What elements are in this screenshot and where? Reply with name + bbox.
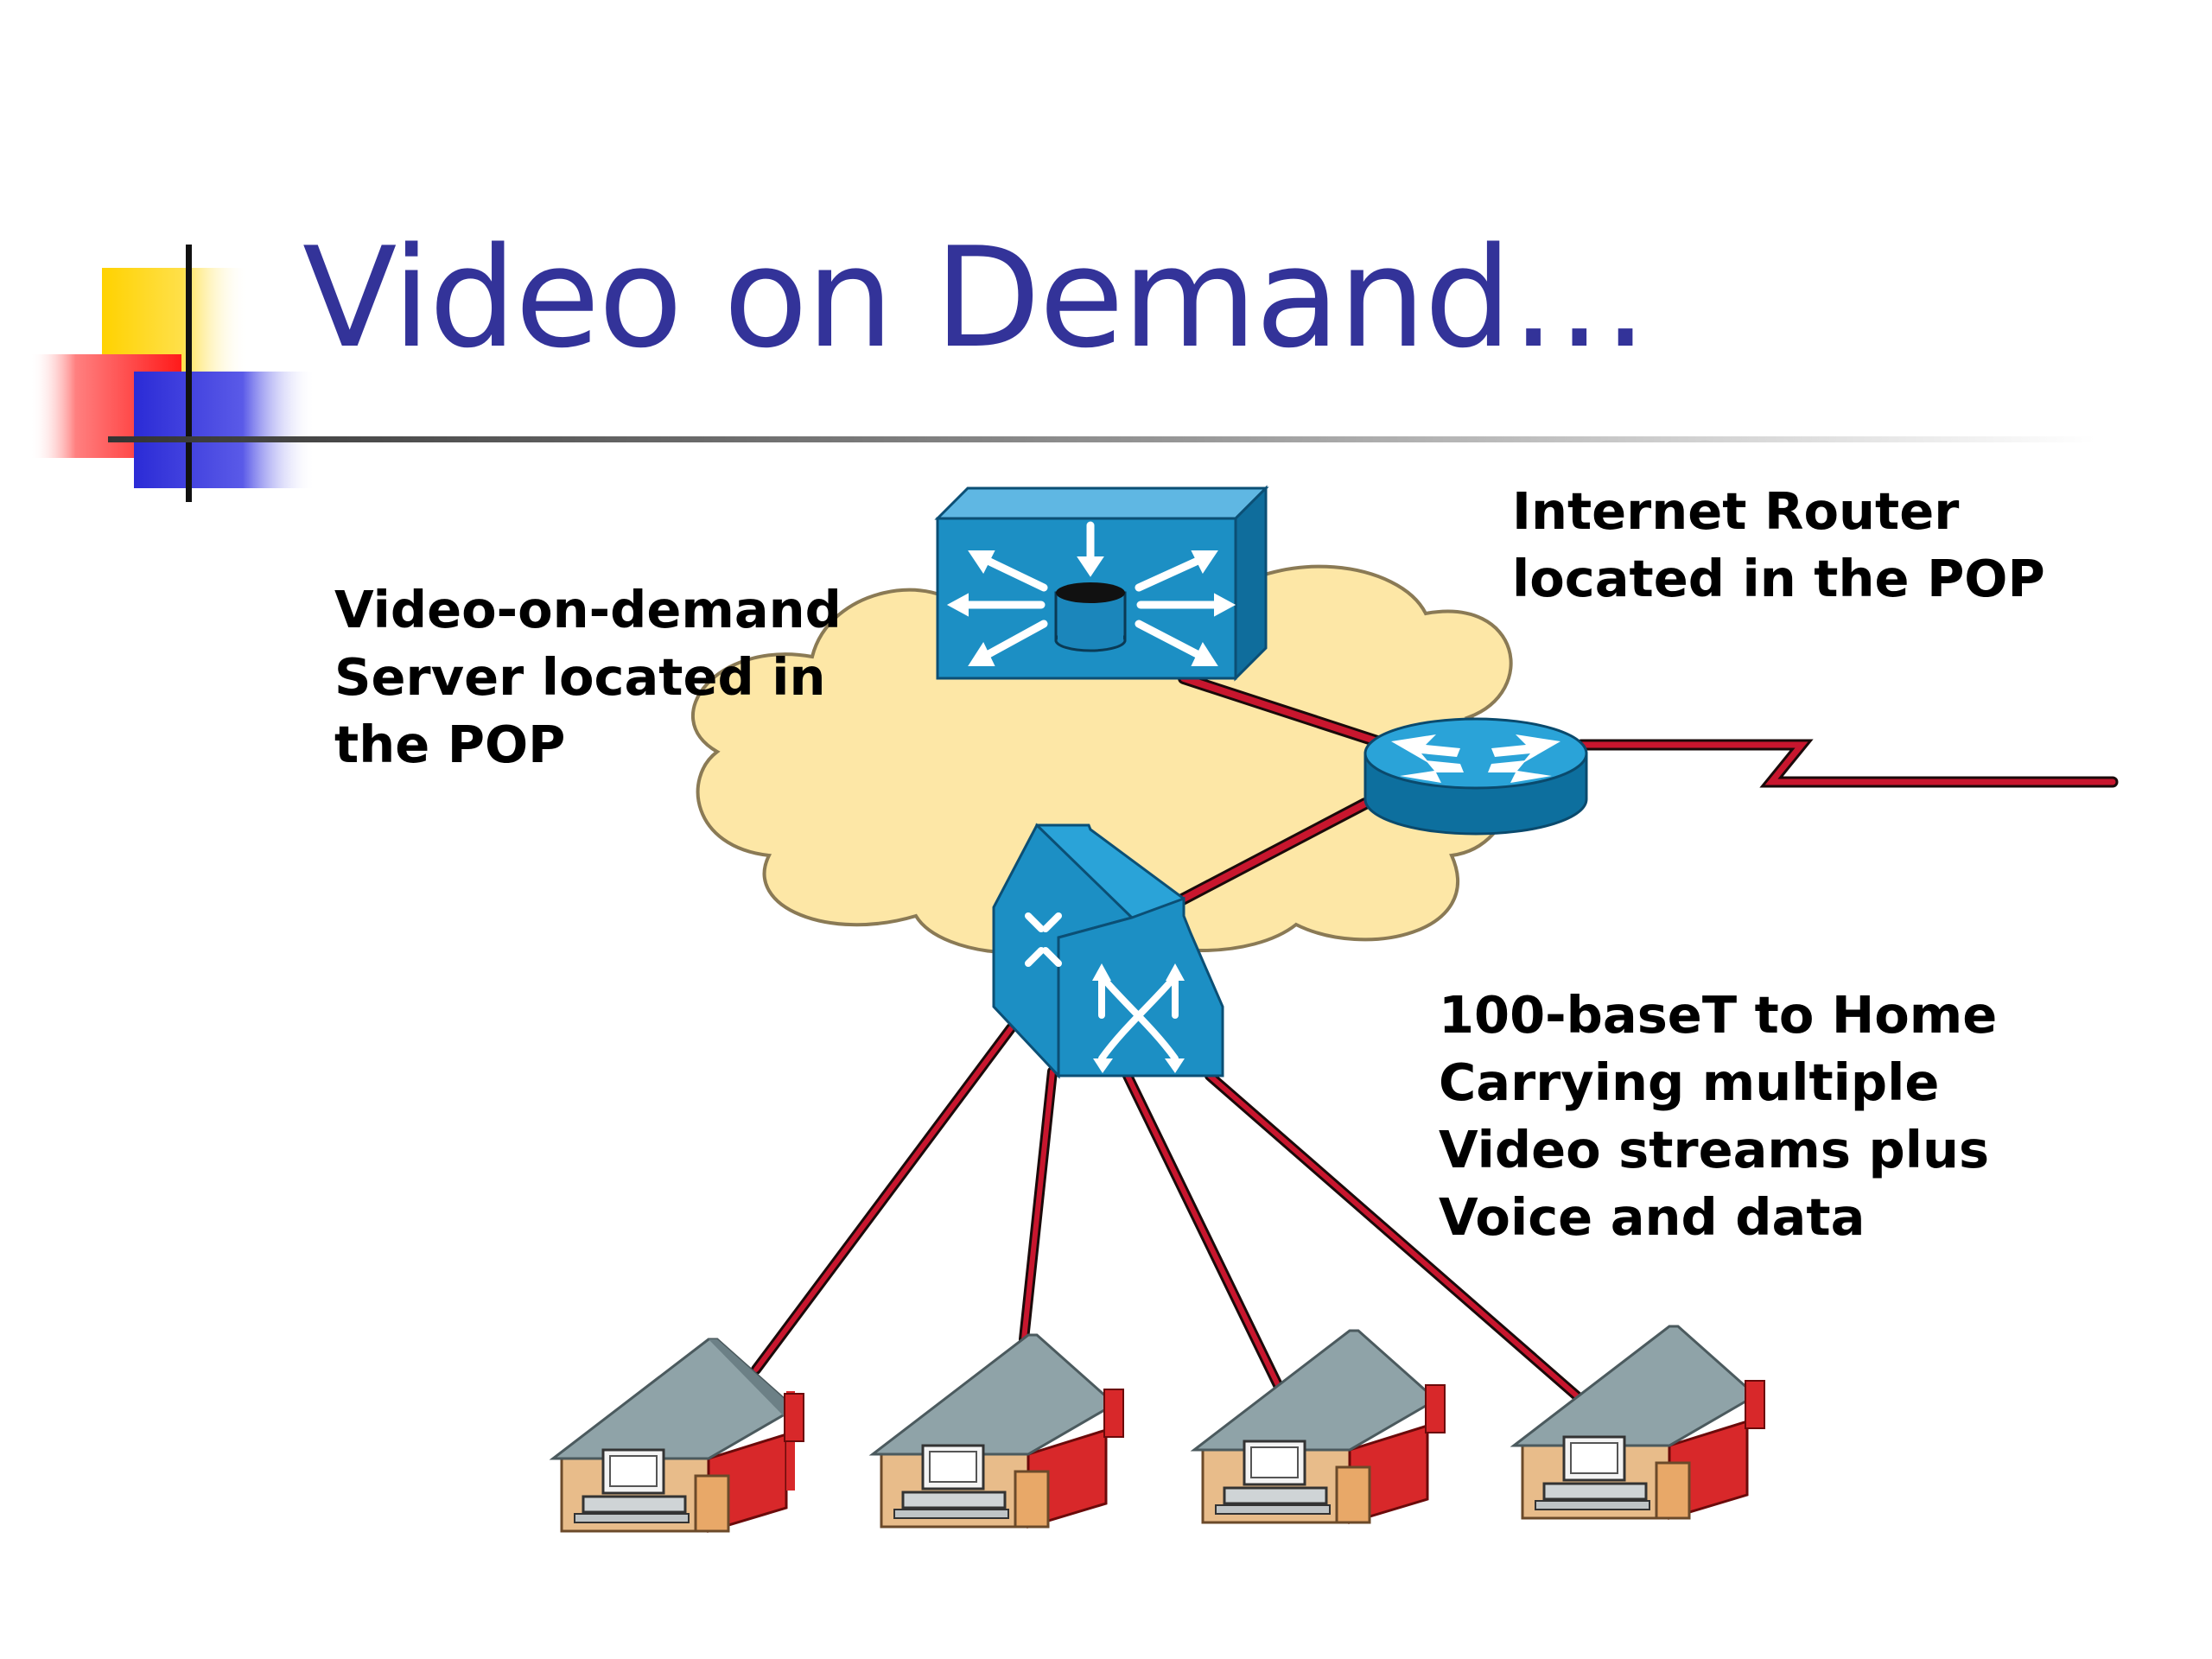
router-label-line: Internet Router xyxy=(1512,481,1960,541)
vod-server-label-line: the POP xyxy=(334,715,566,774)
link-label-line: Carrying multiple xyxy=(1439,1052,1940,1112)
computer-icon xyxy=(1215,1440,1331,1515)
switch-icon xyxy=(992,823,1224,1079)
database-icon xyxy=(1054,582,1127,652)
link-home-3 xyxy=(1122,1071,1284,1392)
link-home-2 xyxy=(1019,1066,1058,1344)
router-icon xyxy=(1363,717,1588,836)
link-label-line: Video streams plus xyxy=(1439,1120,1990,1179)
house-icon xyxy=(549,1338,804,1534)
link-label-line: 100-baseT to Home xyxy=(1439,985,1998,1045)
link-home-4 xyxy=(1205,1071,1586,1405)
house-icon xyxy=(868,1333,1124,1529)
link-router-switch xyxy=(1165,798,1371,912)
link-label-line: Voice and data xyxy=(1439,1187,1866,1247)
link-label: 100-baseT to Home Carrying multiple Vide… xyxy=(1439,982,1997,1251)
link-internet-wan xyxy=(1575,739,2119,788)
slide-title: Video on Demand… xyxy=(302,217,1649,378)
vod-server-label-line: Video-on-demand xyxy=(334,580,842,639)
house-icon xyxy=(1510,1325,1765,1521)
computer-icon xyxy=(893,1444,1009,1519)
network-links xyxy=(751,672,2119,1405)
house-icon xyxy=(1190,1329,1446,1525)
computer-icon xyxy=(1535,1435,1650,1510)
router-label: Internet Router located in the POP xyxy=(1512,478,2045,613)
link-home-1 xyxy=(751,1023,1016,1375)
vod-server-icon xyxy=(934,485,1269,682)
vod-server-label: Video-on-demand Server located in the PO… xyxy=(334,576,842,779)
link-server-router xyxy=(1178,672,1389,749)
computer-icon xyxy=(574,1448,690,1523)
router-label-line: located in the POP xyxy=(1512,549,2045,608)
title-decoration xyxy=(30,245,2095,502)
vod-server-label-line: Server located in xyxy=(334,647,826,707)
